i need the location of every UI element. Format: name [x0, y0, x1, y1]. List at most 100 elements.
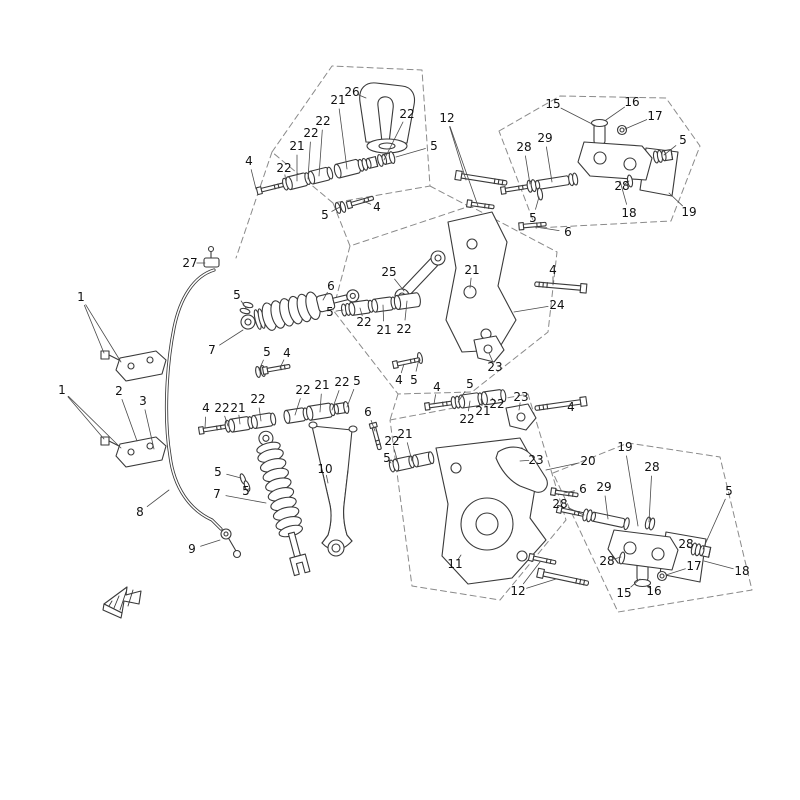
callout-22: 22 [459, 412, 474, 426]
callout-4: 4 [395, 373, 403, 387]
callout-28: 28 [678, 537, 693, 551]
callout-22: 22 [214, 401, 229, 415]
leader-line [560, 107, 597, 127]
callout-23: 23 [513, 390, 528, 404]
leader-line [491, 397, 496, 402]
callout-22: 22 [334, 375, 349, 389]
leader-line [612, 556, 622, 560]
leader-line [457, 554, 462, 561]
part-linkage-fork [308, 421, 358, 557]
leader-line [144, 409, 155, 450]
group-connector-lines [235, 151, 471, 421]
part-brake-hose [164, 268, 223, 531]
callout-25: 25 [381, 265, 396, 279]
callout-19: 19 [681, 205, 696, 219]
callout-5: 5 [430, 139, 438, 153]
leader-line [567, 507, 585, 516]
callout-29: 29 [596, 480, 611, 494]
leader-line [240, 300, 247, 309]
leader-line [535, 196, 540, 210]
leader-line [294, 398, 301, 416]
leader-line [563, 490, 575, 494]
part-shock-absorber-upper [240, 289, 360, 333]
leader-line [121, 399, 138, 442]
leader-line [338, 108, 348, 170]
callout-15: 15 [616, 586, 631, 600]
leader-line [84, 304, 105, 354]
callout-7: 7 [208, 343, 216, 357]
leader-line [219, 329, 244, 346]
callout-12: 12 [510, 584, 525, 598]
callout-20: 20 [580, 454, 595, 468]
leader-line [626, 455, 639, 527]
leader-line [646, 585, 652, 590]
callout-9: 9 [188, 542, 196, 556]
leader-line [404, 300, 408, 321]
leader-line [605, 106, 625, 121]
leader-line [307, 141, 311, 180]
leader-line [226, 473, 242, 479]
leader-line [224, 415, 229, 427]
leader-line [663, 145, 677, 156]
callout-2: 2 [115, 384, 123, 398]
leader-line [480, 398, 483, 407]
direction-arrow-icon [102, 586, 142, 619]
leader-line [238, 414, 241, 425]
assembly-axle-carrier-bottom-right [527, 504, 712, 589]
leader-line [604, 495, 609, 520]
callout-5: 5 [326, 305, 334, 319]
callout-4: 4 [433, 380, 441, 394]
part-swingarm-plate [445, 211, 517, 353]
callout-21: 21 [330, 93, 345, 107]
callout-12: 12 [439, 111, 454, 125]
callout-8: 8 [136, 505, 144, 519]
callout-5: 5 [263, 345, 271, 359]
callout-6: 6 [364, 405, 372, 419]
callout-23: 23 [487, 360, 502, 374]
callout-5: 5 [466, 377, 474, 391]
leader-line [346, 388, 355, 408]
leader-line [258, 407, 262, 422]
leader-line [648, 475, 652, 523]
leader-line [400, 363, 405, 374]
assembly-lower-center [435, 437, 580, 585]
callout-15: 15 [545, 97, 560, 111]
leader-line [225, 495, 267, 504]
leader-line [702, 498, 726, 550]
leader-line [525, 155, 531, 185]
callout-23: 23 [528, 453, 543, 467]
callout-5: 5 [214, 465, 222, 479]
callout-22: 22 [396, 322, 411, 336]
leader-line [382, 304, 385, 322]
leader-line [247, 487, 251, 491]
callout-18: 18 [734, 564, 749, 578]
leader-line [383, 121, 404, 161]
callout-26: 26 [344, 85, 359, 99]
callout-21: 21 [464, 263, 479, 277]
callout-28: 28 [644, 460, 659, 474]
callout-27: 27 [182, 256, 197, 270]
group-outline-carrier-bottom-right [552, 442, 753, 613]
callout-5: 5 [353, 374, 361, 388]
leader-line [370, 419, 376, 432]
leader-line [703, 560, 734, 570]
leader-line [519, 459, 530, 462]
leader-line [146, 489, 170, 508]
callout-5: 5 [233, 288, 241, 302]
group-outline-carrier-top-right [498, 95, 701, 229]
callout-4: 4 [283, 346, 291, 360]
callout-18: 18 [621, 206, 636, 220]
leader-line [250, 169, 257, 190]
callout-5: 5 [679, 133, 687, 147]
callout-22: 22 [303, 126, 318, 140]
leader-line [546, 146, 553, 183]
callout-24: 24 [549, 298, 564, 312]
part-trailing-arm [495, 446, 548, 493]
leader-line [362, 200, 372, 205]
leader-line [85, 304, 122, 363]
part-frame-bracket-lower [100, 436, 167, 468]
part-hose-clamp [203, 245, 220, 268]
leader-line [325, 474, 329, 484]
callout-28: 28 [516, 140, 531, 154]
